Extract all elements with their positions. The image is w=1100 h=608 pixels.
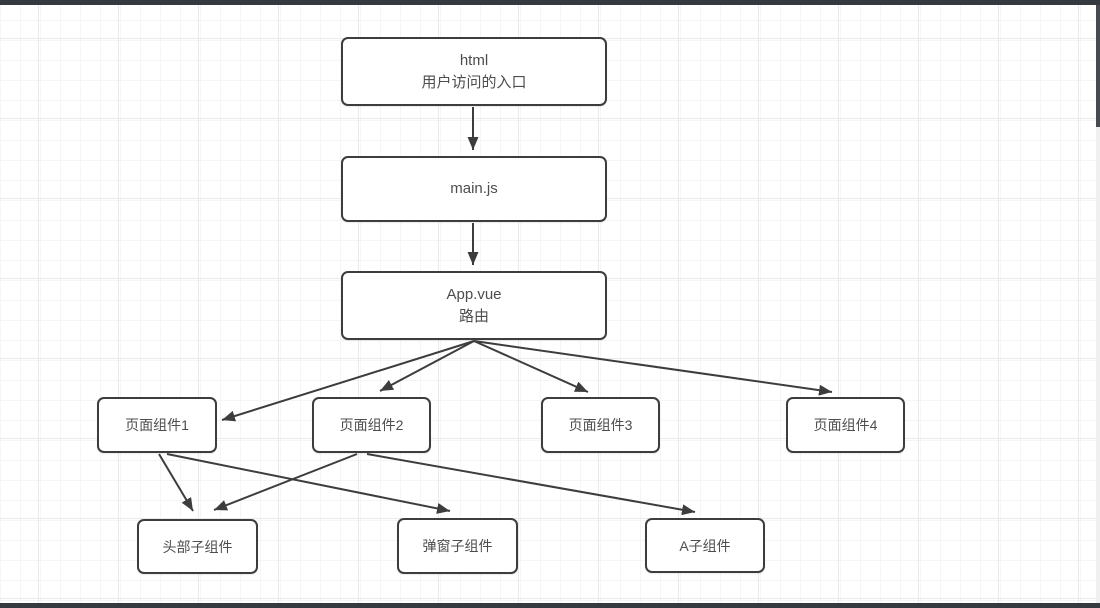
node-popup-child[interactable]: 弹窗子组件 bbox=[397, 518, 518, 574]
connector-app-vue-to-page-component-1[interactable] bbox=[221, 340, 475, 422]
node-label: html bbox=[459, 51, 489, 69]
connector-app-vue-to-page-component-4[interactable] bbox=[473, 340, 833, 396]
node-label: App.vue bbox=[446, 285, 502, 303]
connector-page-component-1-to-header-child[interactable] bbox=[158, 453, 194, 512]
node-html[interactable]: html 用户访问的入口 bbox=[341, 37, 607, 106]
node-page-component-2[interactable]: 页面组件2 bbox=[312, 397, 431, 453]
node-label: 弹窗子组件 bbox=[422, 538, 493, 554]
node-label: 页面组件1 bbox=[125, 417, 189, 433]
node-app-vue[interactable]: App.vue 路由 bbox=[341, 271, 607, 340]
connector-page-component-2-to-header-child[interactable] bbox=[213, 453, 358, 511]
node-label: 页面组件2 bbox=[339, 417, 404, 433]
node-header-child[interactable]: 头部子组件 bbox=[137, 519, 258, 574]
node-label: A子组件 bbox=[679, 537, 731, 554]
node-label: 页面组件4 bbox=[813, 417, 878, 433]
vertical-scrollbar[interactable] bbox=[1096, 5, 1100, 603]
node-page-component-1[interactable]: 页面组件1 bbox=[97, 397, 217, 453]
connector-app-vue-to-page-component-3[interactable] bbox=[473, 340, 589, 393]
node-label: main.js bbox=[450, 180, 498, 197]
node-a-child[interactable]: A子组件 bbox=[645, 518, 765, 573]
connector-app-vue-to-page-component-2[interactable] bbox=[379, 340, 475, 392]
scrollbar-thumb[interactable] bbox=[1096, 5, 1100, 127]
node-label: 路由 bbox=[458, 307, 489, 325]
node-main-js[interactable]: main.js bbox=[341, 156, 607, 222]
node-label: 用户访问的入口 bbox=[421, 73, 527, 91]
node-page-component-4[interactable]: 页面组件4 bbox=[786, 397, 905, 453]
node-label: 页面组件3 bbox=[568, 417, 633, 433]
bottom-window-edge bbox=[0, 603, 1100, 608]
node-label: 头部子组件 bbox=[162, 538, 233, 555]
connector-page-component-2-to-a-child[interactable] bbox=[366, 453, 696, 516]
top-window-edge bbox=[0, 0, 1100, 5]
node-page-component-3[interactable]: 页面组件3 bbox=[541, 397, 660, 453]
connector-page-component-1-to-popup-child[interactable] bbox=[166, 453, 451, 514]
